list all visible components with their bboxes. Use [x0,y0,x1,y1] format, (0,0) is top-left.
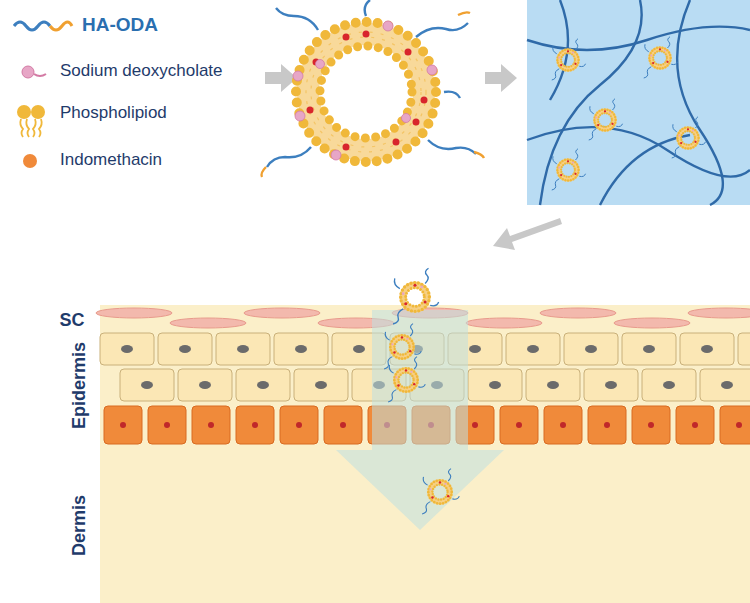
legend-text: Phospholipiod [60,103,167,123]
layer-label: SC [59,310,84,331]
legend-text: Sodium deoxycholate [60,61,223,81]
layer-label: Epidermis [70,341,91,428]
legend-text: HA-ODA [82,14,158,36]
layer-label: Dermis [70,494,91,555]
legend-text: Indomethacin [60,150,162,170]
